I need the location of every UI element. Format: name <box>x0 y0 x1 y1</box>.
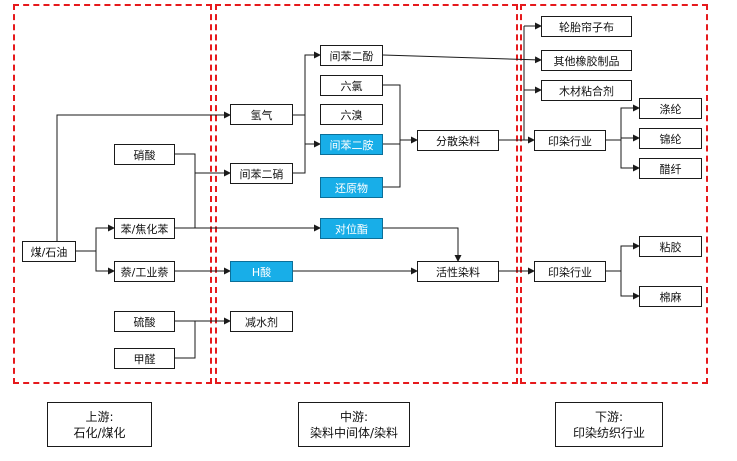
connector-dinitro-to-diamine <box>293 144 306 174</box>
connector-coal-to-hydrogen <box>56 111 231 241</box>
node-hydrogen: 氢气 <box>230 104 293 125</box>
connector-dyeing-2-to-viscose <box>606 242 640 272</box>
connector-diamine-to-disperse <box>383 136 418 145</box>
node-resorcinol: 间苯二酚 <box>320 45 383 66</box>
node-cotton-linen: 棉麻 <box>639 286 702 307</box>
caption-upstream: 上游: 石化/煤化 <box>47 402 152 447</box>
caption-downstream: 下游: 印染纺织行业 <box>555 402 663 447</box>
connector-coal-to-benzene <box>76 224 115 252</box>
node-polyester: 涤纶 <box>639 98 702 119</box>
connector-reducer-to-disperse <box>383 140 401 188</box>
node-viscose: 粘胶 <box>639 236 702 257</box>
node-wood-adhesive: 木材粘合剂 <box>541 80 632 101</box>
node-nitric-acid: 硝酸 <box>114 144 175 165</box>
node-reactive-dye: 活性染料 <box>417 261 499 282</box>
downstream-stage-frame <box>520 4 708 384</box>
caption-midstream-subtitle: 染料中间体/染料 <box>309 425 399 440</box>
node-reducing-agent: 还原物 <box>320 177 383 198</box>
caption-midstream-title: 中游: <box>339 409 369 424</box>
node-benzene-coking: 苯/焦化苯 <box>114 218 175 239</box>
node-acetate: 醋纤 <box>639 158 702 179</box>
connector-resorcinol-to-rubber <box>382 54 542 64</box>
connector-para-ester-to-reactive <box>383 227 462 262</box>
connector-benzene-to-dinitro <box>175 173 196 229</box>
caption-upstream-title: 上游: <box>85 409 114 424</box>
connector-formaldehyde-to-junction <box>175 321 196 359</box>
node-sulfuric-acid: 硫酸 <box>114 311 175 332</box>
node-water-reducer: 减水剂 <box>230 311 293 332</box>
caption-downstream-title: 下游: <box>594 409 624 424</box>
connector-dyeing-1-to-acetate <box>620 140 640 172</box>
caption-downstream-subtitle: 印染纺织行业 <box>572 425 645 440</box>
node-m-dinitrobenzene: 间苯二硝 <box>230 163 293 184</box>
caption-midstream: 中游: 染料中间体/染料 <box>298 402 410 447</box>
upstream-stage-frame <box>13 4 212 384</box>
caption-upstream-subtitle: 石化/煤化 <box>73 425 126 440</box>
node-disperse-dye: 分散染料 <box>417 130 499 151</box>
node-formaldehyde: 甲醛 <box>114 348 175 369</box>
node-dyeing-industry-1: 印染行业 <box>534 130 606 151</box>
node-m-phenylenediamine: 间苯二胺 <box>320 134 383 155</box>
node-hexabromo: 六溴 <box>320 104 383 125</box>
node-coal-oil: 煤/石油 <box>22 241 76 262</box>
connector-hydrogen-to-diamine <box>293 114 321 148</box>
connector-nitric-to-dinitro <box>175 153 231 177</box>
node-dyeing-industry-2: 印染行业 <box>534 261 606 282</box>
node-other-rubber: 其他橡胶制品 <box>541 50 632 71</box>
connector-diamine-to-resorcinol <box>304 51 321 115</box>
connector-coal-to-naphthalene <box>95 251 115 275</box>
node-nylon: 锦纶 <box>639 128 702 149</box>
midstream-stage-frame <box>215 4 518 384</box>
connector-hexachloro-to-disperse <box>383 84 401 140</box>
node-para-ester: 对位酯 <box>320 218 383 239</box>
node-tire-cord: 轮胎帘子布 <box>541 16 632 37</box>
connector-dyeing-1-to-polyester <box>606 104 640 141</box>
connector-dyeing-2-to-cotton-linen <box>620 271 640 300</box>
node-hexachloro: 六氯 <box>320 75 383 96</box>
node-h-acid: H酸 <box>230 261 293 282</box>
node-naphthalene: 萘/工业萘 <box>114 261 175 282</box>
